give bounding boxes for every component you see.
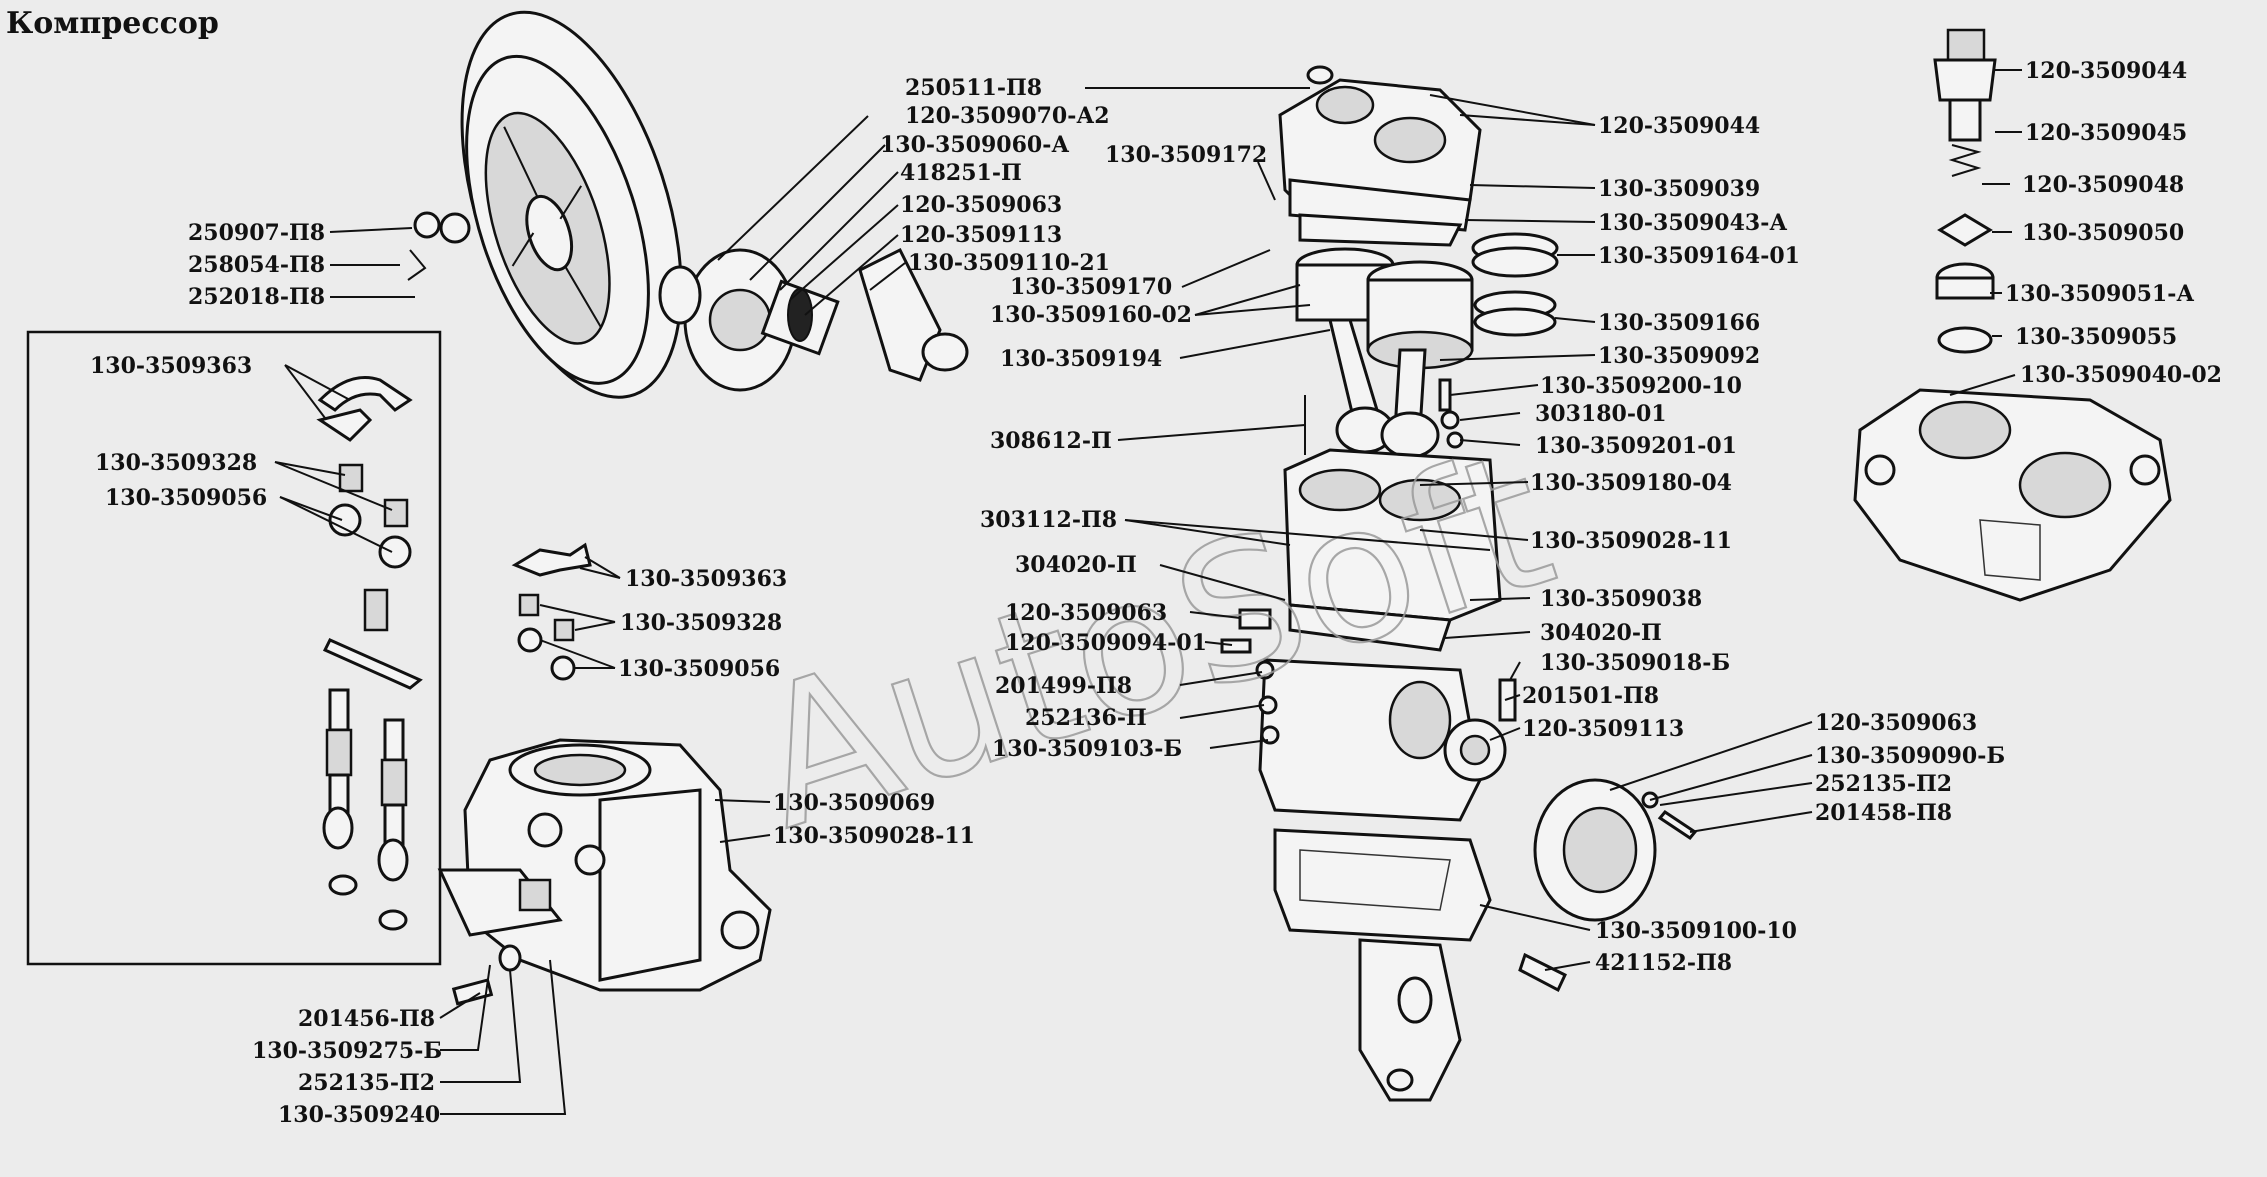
label-130-3509180-04: 130-3509180-04 xyxy=(1530,470,1732,496)
label-120-3509045: 120-3509045 xyxy=(2025,120,2187,146)
label-130-3509028-11-bot: 130-3509028-11 xyxy=(773,823,975,849)
label-130-3509200-10: 130-3509200-10 xyxy=(1540,373,1742,399)
label-130-3509028-11-main: 130-3509028-11 xyxy=(1530,528,1732,554)
label-303112-p8: 303112-П8 xyxy=(980,507,1117,533)
label-130-3509040-02: 130-3509040-02 xyxy=(2020,362,2222,388)
label-130-3509090-b: 130-3509090-Б xyxy=(1815,743,2005,769)
label-304020-p-left: 304020-П xyxy=(1015,552,1137,578)
label-304020-p-right: 304020-П xyxy=(1540,620,1662,646)
label-130-3509038: 130-3509038 xyxy=(1540,586,1702,612)
crankcase-bottom xyxy=(437,738,772,1006)
label-130-3509110-21: 130-3509110-21 xyxy=(908,250,1110,276)
label-252135-p2-bot: 252135-П2 xyxy=(298,1070,435,1096)
label-130-3509170: 130-3509170 xyxy=(1010,274,1172,300)
label-130-3509051-a: 130-3509051-А xyxy=(2005,281,2194,307)
piston-rings xyxy=(1471,232,1559,337)
label-303180-01: 303180-01 xyxy=(1535,401,1667,427)
label-130-3509166: 130-3509166 xyxy=(1598,310,1760,336)
label-120-3509063-mid: 120-3509063 xyxy=(1005,600,1167,626)
label-252018-p8: 252018-П8 xyxy=(188,284,325,310)
pulley-assembly xyxy=(407,10,969,399)
label-252136-p: 252136-П xyxy=(1025,705,1147,731)
label-130-3509240: 130-3509240 xyxy=(278,1102,440,1128)
label-130-3509194: 130-3509194 xyxy=(1000,346,1162,372)
label-130-3509160-02: 130-3509160-02 xyxy=(990,302,1192,328)
label-130-3509056-box: 130-3509056 xyxy=(105,485,267,511)
label-130-3509328-mid: 130-3509328 xyxy=(620,610,782,636)
page-title: Компрессор xyxy=(6,6,219,41)
label-418251-p: 418251-П xyxy=(900,160,1022,186)
label-120-3509063-right: 120-3509063 xyxy=(1815,710,1977,736)
label-130-3509172: 130-3509172 xyxy=(1105,142,1267,168)
label-130-3509103-b: 130-3509103-Б xyxy=(992,736,1182,762)
inset-frame xyxy=(26,330,442,966)
label-120-3509094-01: 120-3509094-01 xyxy=(1005,630,1207,656)
part-labels: 250511-П8 120-3509070-А2 130-3509060-А 4… xyxy=(90,58,2222,1128)
label-201456-p8: 201456-П8 xyxy=(298,1006,435,1032)
label-201499-p8: 201499-П8 xyxy=(995,673,1132,699)
label-130-3509164-01: 130-3509164-01 xyxy=(1598,243,1800,269)
label-130-3509056-mid: 130-3509056 xyxy=(618,656,780,682)
label-120-3509113-top: 120-3509113 xyxy=(900,222,1062,248)
label-120-3509063-top: 120-3509063 xyxy=(900,192,1062,218)
label-250511-p8: 250511-П8 xyxy=(905,75,1042,101)
label-308612-p: 308612-П xyxy=(990,428,1112,454)
label-130-3509328-box: 130-3509328 xyxy=(95,450,257,476)
label-130-3509275-b: 130-3509275-Б xyxy=(252,1038,442,1064)
rear-cover xyxy=(1533,778,1698,922)
label-130-3509100-10: 130-3509100-10 xyxy=(1595,918,1797,944)
label-250907-p8: 250907-П8 xyxy=(188,220,325,246)
label-120-3509044-inset: 120-3509044 xyxy=(2025,58,2187,84)
center-assembly xyxy=(1220,65,1567,1102)
valve-stack xyxy=(1933,28,1997,354)
label-130-3509018-b: 130-3509018-Б xyxy=(1540,650,1730,676)
label-130-3509069: 130-3509069 xyxy=(773,790,935,816)
mid-valve-parts xyxy=(511,542,592,681)
label-120-3509044-main: 120-3509044 xyxy=(1598,113,1760,139)
label-130-3509092: 130-3509092 xyxy=(1598,343,1760,369)
leader-lines xyxy=(274,69,2022,1115)
label-130-3509043-a: 130-3509043-А xyxy=(1598,210,1787,236)
label-130-3509039: 130-3509039 xyxy=(1598,176,1760,202)
label-201501-p8: 201501-П8 xyxy=(1522,683,1659,709)
label-201458-p8: 201458-П8 xyxy=(1815,800,1952,826)
label-130-3509363-mid: 130-3509363 xyxy=(625,566,787,592)
inset-valve-parts xyxy=(316,376,423,931)
label-120-3509070-a2: 120-3509070-А2 xyxy=(905,103,1110,129)
label-120-3509113-mid: 120-3509113 xyxy=(1522,716,1684,742)
label-130-3509363-box: 130-3509363 xyxy=(90,353,252,379)
label-130-3509060-a: 130-3509060-А xyxy=(880,132,1069,158)
label-130-3509055: 130-3509055 xyxy=(2015,324,2177,350)
label-130-3509201-01: 130-3509201-01 xyxy=(1535,433,1737,459)
cylinder-head xyxy=(1853,388,2172,602)
label-130-3509050: 130-3509050 xyxy=(2022,220,2184,246)
label-421152-p8: 421152-П8 xyxy=(1595,950,1732,976)
label-252135-p2-right: 252135-П2 xyxy=(1815,771,1952,797)
label-258054-p8: 258054-П8 xyxy=(188,252,325,278)
label-120-3509048: 120-3509048 xyxy=(2022,172,2184,198)
